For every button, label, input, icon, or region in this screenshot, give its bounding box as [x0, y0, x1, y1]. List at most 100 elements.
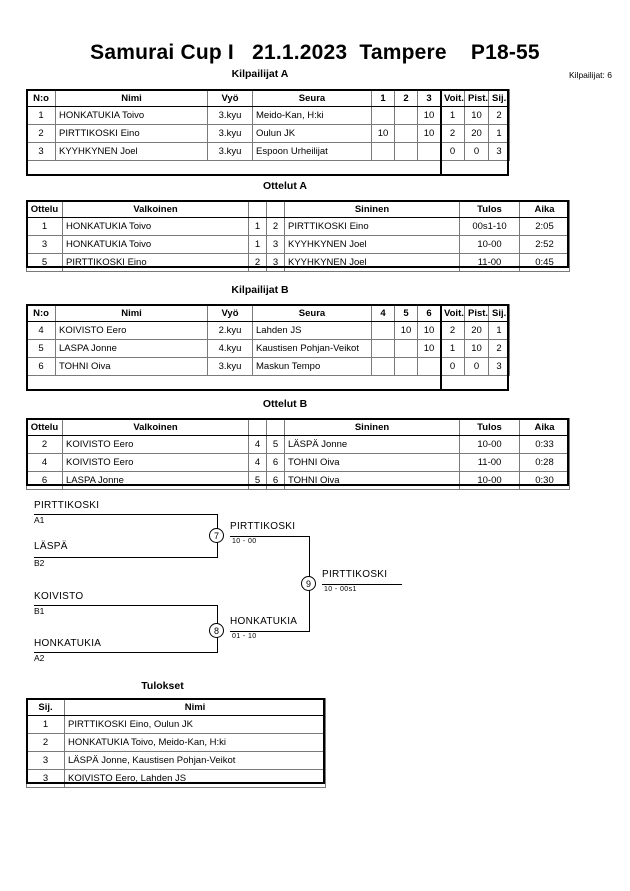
- cell-match-no: 4: [26, 453, 63, 472]
- cell-points: 0: [464, 142, 489, 161]
- bracket-entry-name-3: KOIVISTO: [34, 591, 84, 602]
- col-name: Nimi: [55, 304, 208, 322]
- cell-belt: 3.kyu: [207, 142, 253, 161]
- cell-time: 2:52: [519, 235, 570, 254]
- bracket-node-8: 8: [209, 623, 224, 638]
- cell-wins: 0: [440, 142, 465, 161]
- col-name: Nimi: [64, 698, 326, 716]
- cell-m2: [394, 142, 418, 161]
- cell-name: PIRTTIKOSKI Eino: [55, 124, 208, 143]
- cell-blue: TOHNI Oiva: [284, 471, 460, 490]
- cell-time: 0:30: [519, 471, 570, 490]
- cell-m2: [394, 106, 418, 125]
- cell-match-no: 5: [26, 253, 63, 272]
- bracket-entry-seed-1: A1: [34, 515, 45, 525]
- caption-results: Tulokset: [141, 680, 184, 692]
- cell-club: Kaustisen Pohjan-Veikot: [252, 339, 372, 358]
- cell-wins: 1: [440, 106, 465, 125]
- col-no: N:o: [26, 89, 56, 107]
- cell-no: 3: [26, 142, 56, 161]
- cell-blue-num: 2: [266, 217, 285, 236]
- bracket-entry-seed-4: A2: [34, 653, 45, 663]
- cell-blue-num: 3: [266, 253, 285, 272]
- cell-m2: 10: [394, 321, 418, 340]
- col-match-no: Ottelu: [26, 200, 63, 218]
- cell-blue-num: 6: [266, 453, 285, 472]
- cell-white: LASPA Jonne: [62, 471, 249, 490]
- caption-matches-b: Ottelut B: [262, 398, 308, 410]
- table-row: 1 HONKATUKIA Toivo 1 2 PIRTTIKOSKI Eino …: [26, 217, 570, 236]
- col-m2: 5: [394, 304, 418, 322]
- cell-white-num: 5: [248, 471, 267, 490]
- cell-m3: [417, 357, 441, 376]
- cell-white: HONKATUKIA Toivo: [62, 235, 249, 254]
- col-rank: Sij.: [26, 698, 65, 716]
- cell-belt: 4.kyu: [207, 339, 253, 358]
- bracket-winner-sf2: HONKATUKIA: [230, 616, 298, 627]
- cell-blue-num: 5: [266, 435, 285, 454]
- caption-matches-a: Ottelut A: [263, 180, 307, 192]
- bracket-node-7: 7: [209, 528, 224, 543]
- elimination-bracket: PIRTTIKOSKI A1 LÄSPÄ B2 7 PIRTTIKOSKI 10…: [0, 495, 630, 680]
- cell-name: KOIVISTO Eero, Lahden JS: [64, 769, 326, 788]
- col-points: Pist.: [464, 89, 489, 107]
- table-header-row: N:o Nimi Vyö Seura 1 2 3 Voit. Pist. Sij…: [26, 89, 510, 107]
- bracket-line-entry-4: [34, 652, 218, 653]
- cell-white-num: 4: [248, 453, 267, 472]
- col-points: Pist.: [464, 304, 489, 322]
- table-pool-b: N:o Nimi Vyö Seura 4 5 6 Voit. Pist. Sij…: [26, 304, 510, 376]
- bracket-line-entry-3: [34, 605, 218, 606]
- cell-name: LÄSPÄ Jonne, Kaustisen Pohjan-Veikot: [64, 751, 326, 770]
- cell-club: Meido-Kan, H:ki: [252, 106, 372, 125]
- cell-wins: 2: [440, 124, 465, 143]
- table-row: 3 KYYHKYNEN Joel 3.kyu Espoon Urheilijat…: [26, 142, 510, 161]
- cell-no: 5: [26, 339, 56, 358]
- table-row: 2 HONKATUKIA Toivo, Meido-Kan, H:ki: [26, 733, 326, 752]
- cell-m1: [371, 339, 395, 358]
- table-results: Sij. Nimi 1 PIRTTIKOSKI Eino, Oulun JK 2…: [26, 698, 326, 788]
- cell-rank: 2: [26, 733, 65, 752]
- table-row: 1 PIRTTIKOSKI Eino, Oulun JK: [26, 715, 326, 734]
- bracket-score-sf2: 01 - 10: [232, 633, 257, 640]
- cell-m3: 10: [417, 124, 441, 143]
- table-row: 1 HONKATUKIA Toivo 3.kyu Meido-Kan, H:ki…: [26, 106, 510, 125]
- bracket-entry-name-1: PIRTTIKOSKI: [34, 500, 100, 511]
- bracket-line-final-out: [322, 584, 402, 585]
- cell-result: 10-00: [459, 471, 520, 490]
- caption-pool-b: Kilpailijat B: [231, 284, 289, 296]
- cell-m3: 10: [417, 339, 441, 358]
- cell-rank: 3: [488, 357, 510, 376]
- cell-wins: 2: [440, 321, 465, 340]
- cell-match-no: 2: [26, 435, 63, 454]
- cell-rank: 3: [488, 142, 510, 161]
- bracket-line-sf1-out: [230, 536, 310, 537]
- cell-wins: 1: [440, 339, 465, 358]
- cell-rank: 1: [488, 124, 510, 143]
- bracket-line-entry-1: [34, 514, 218, 515]
- cell-club: Lahden JS: [252, 321, 372, 340]
- cell-rank: 3: [26, 751, 65, 770]
- cell-white: KOIVISTO Eero: [62, 453, 249, 472]
- cell-points: 0: [464, 357, 489, 376]
- table-row: 4 KOIVISTO Eero 4 6 TOHNI Oiva 11-00 0:2…: [26, 453, 570, 472]
- cell-blue: KYYHKYNEN Joel: [284, 235, 460, 254]
- cell-m1: 10: [371, 124, 395, 143]
- col-no: N:o: [26, 304, 56, 322]
- caption-pool-a: Kilpailijat A: [231, 68, 289, 80]
- bracket-entry-name-4: HONKATUKIA: [34, 638, 102, 649]
- col-result: Tulos: [459, 200, 520, 218]
- cell-points: 10: [464, 339, 489, 358]
- col-blue: Sininen: [284, 200, 460, 218]
- cell-blue: PIRTTIKOSKI Eino: [284, 217, 460, 236]
- col-wins: Voit.: [440, 304, 465, 322]
- page-title: Samurai Cup I 21.1.2023 Tampere P18-55: [90, 41, 540, 64]
- cell-club: Espoon Urheilijat: [252, 142, 372, 161]
- col-m1: 1: [371, 89, 395, 107]
- bracket-entry-seed-2: B2: [34, 558, 45, 568]
- table-header-row: Sij. Nimi: [26, 698, 326, 716]
- col-wins: Voit.: [440, 89, 465, 107]
- cell-white-num: 1: [248, 235, 267, 254]
- cell-white: HONKATUKIA Toivo: [62, 217, 249, 236]
- cell-belt: 2.kyu: [207, 321, 253, 340]
- cell-m1: [371, 106, 395, 125]
